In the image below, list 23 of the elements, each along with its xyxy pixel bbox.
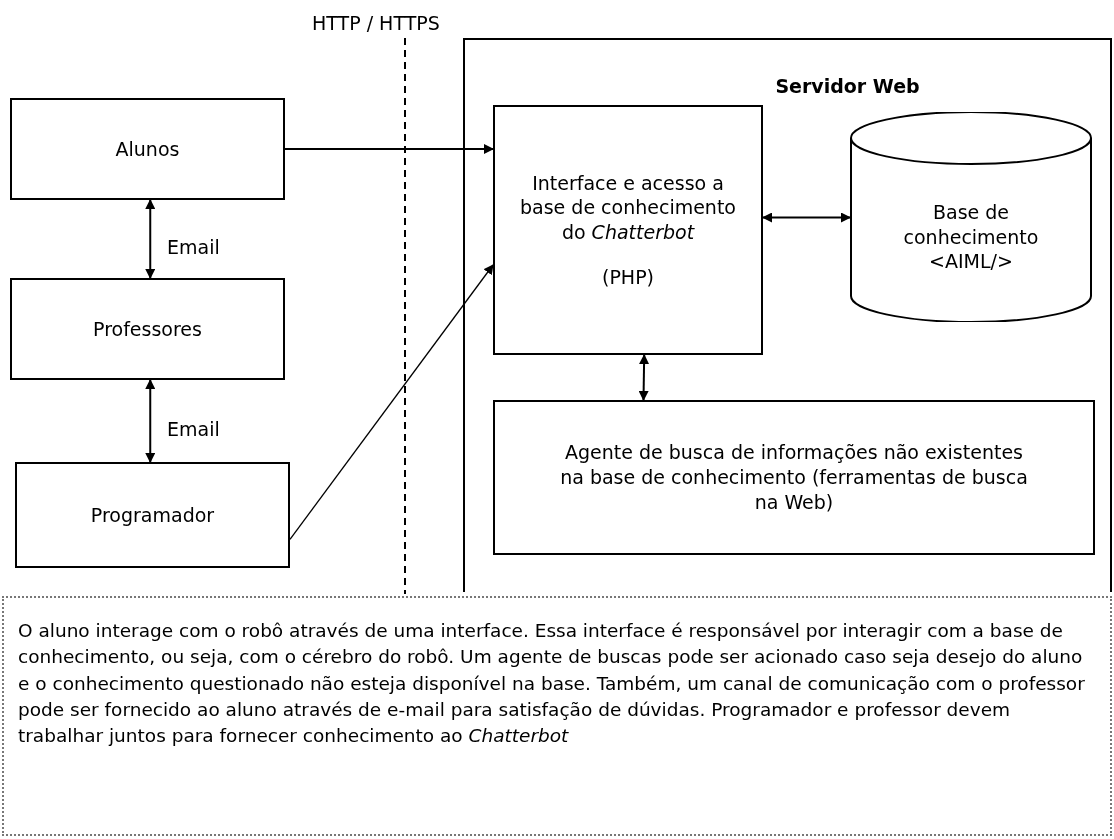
- node-label: Interface e acesso a base de conhecimento do Chatterbot: [519, 170, 737, 245]
- arrow: [762, 212, 851, 223]
- node-label: Programador: [90, 502, 215, 528]
- node-label: Agente de busca de informações não existentes na base de conhecimento (ferramentas de busca na Web): [559, 440, 1029, 515]
- node-sublabel: (PHP): [601, 264, 655, 290]
- node-label: Alunos: [115, 136, 180, 162]
- arrow: [145, 199, 156, 279]
- process-box: [10, 98, 285, 200]
- arrow: [289, 264, 494, 541]
- arrow: [638, 354, 650, 401]
- process-box: [15, 462, 290, 568]
- server-frame: [463, 38, 1112, 592]
- process-box: [493, 105, 763, 355]
- arrow: [284, 144, 494, 154]
- arrow: [145, 379, 156, 463]
- note-box: [2, 596, 1112, 836]
- description-text: O aluno interage com o robô através de uma interface. Essa interface é responsável por interagir com a base de conhecimento, ou seja, com o cérebro do robô. Um agente de buscas pode ser acionado caso seja desejo do aluno e o conhecimento questionado não esteja disponível na base. Também, um canal de comunicação com o professor pode ser fornecido ao aluno através de e-mail para satisfação de dúvidas. Programador e professor devem trabalhar juntos para fornecer conhecimento ao Chatterbot: [18, 619, 1086, 749]
- title: Servidor Web: [775, 74, 920, 99]
- node-label: Professores: [93, 316, 202, 342]
- database-cylinder: [850, 112, 1092, 322]
- process-box: [10, 278, 285, 380]
- node-label: Base de conhecimento <AIML/>: [902, 199, 1040, 275]
- process-box: [493, 400, 1095, 555]
